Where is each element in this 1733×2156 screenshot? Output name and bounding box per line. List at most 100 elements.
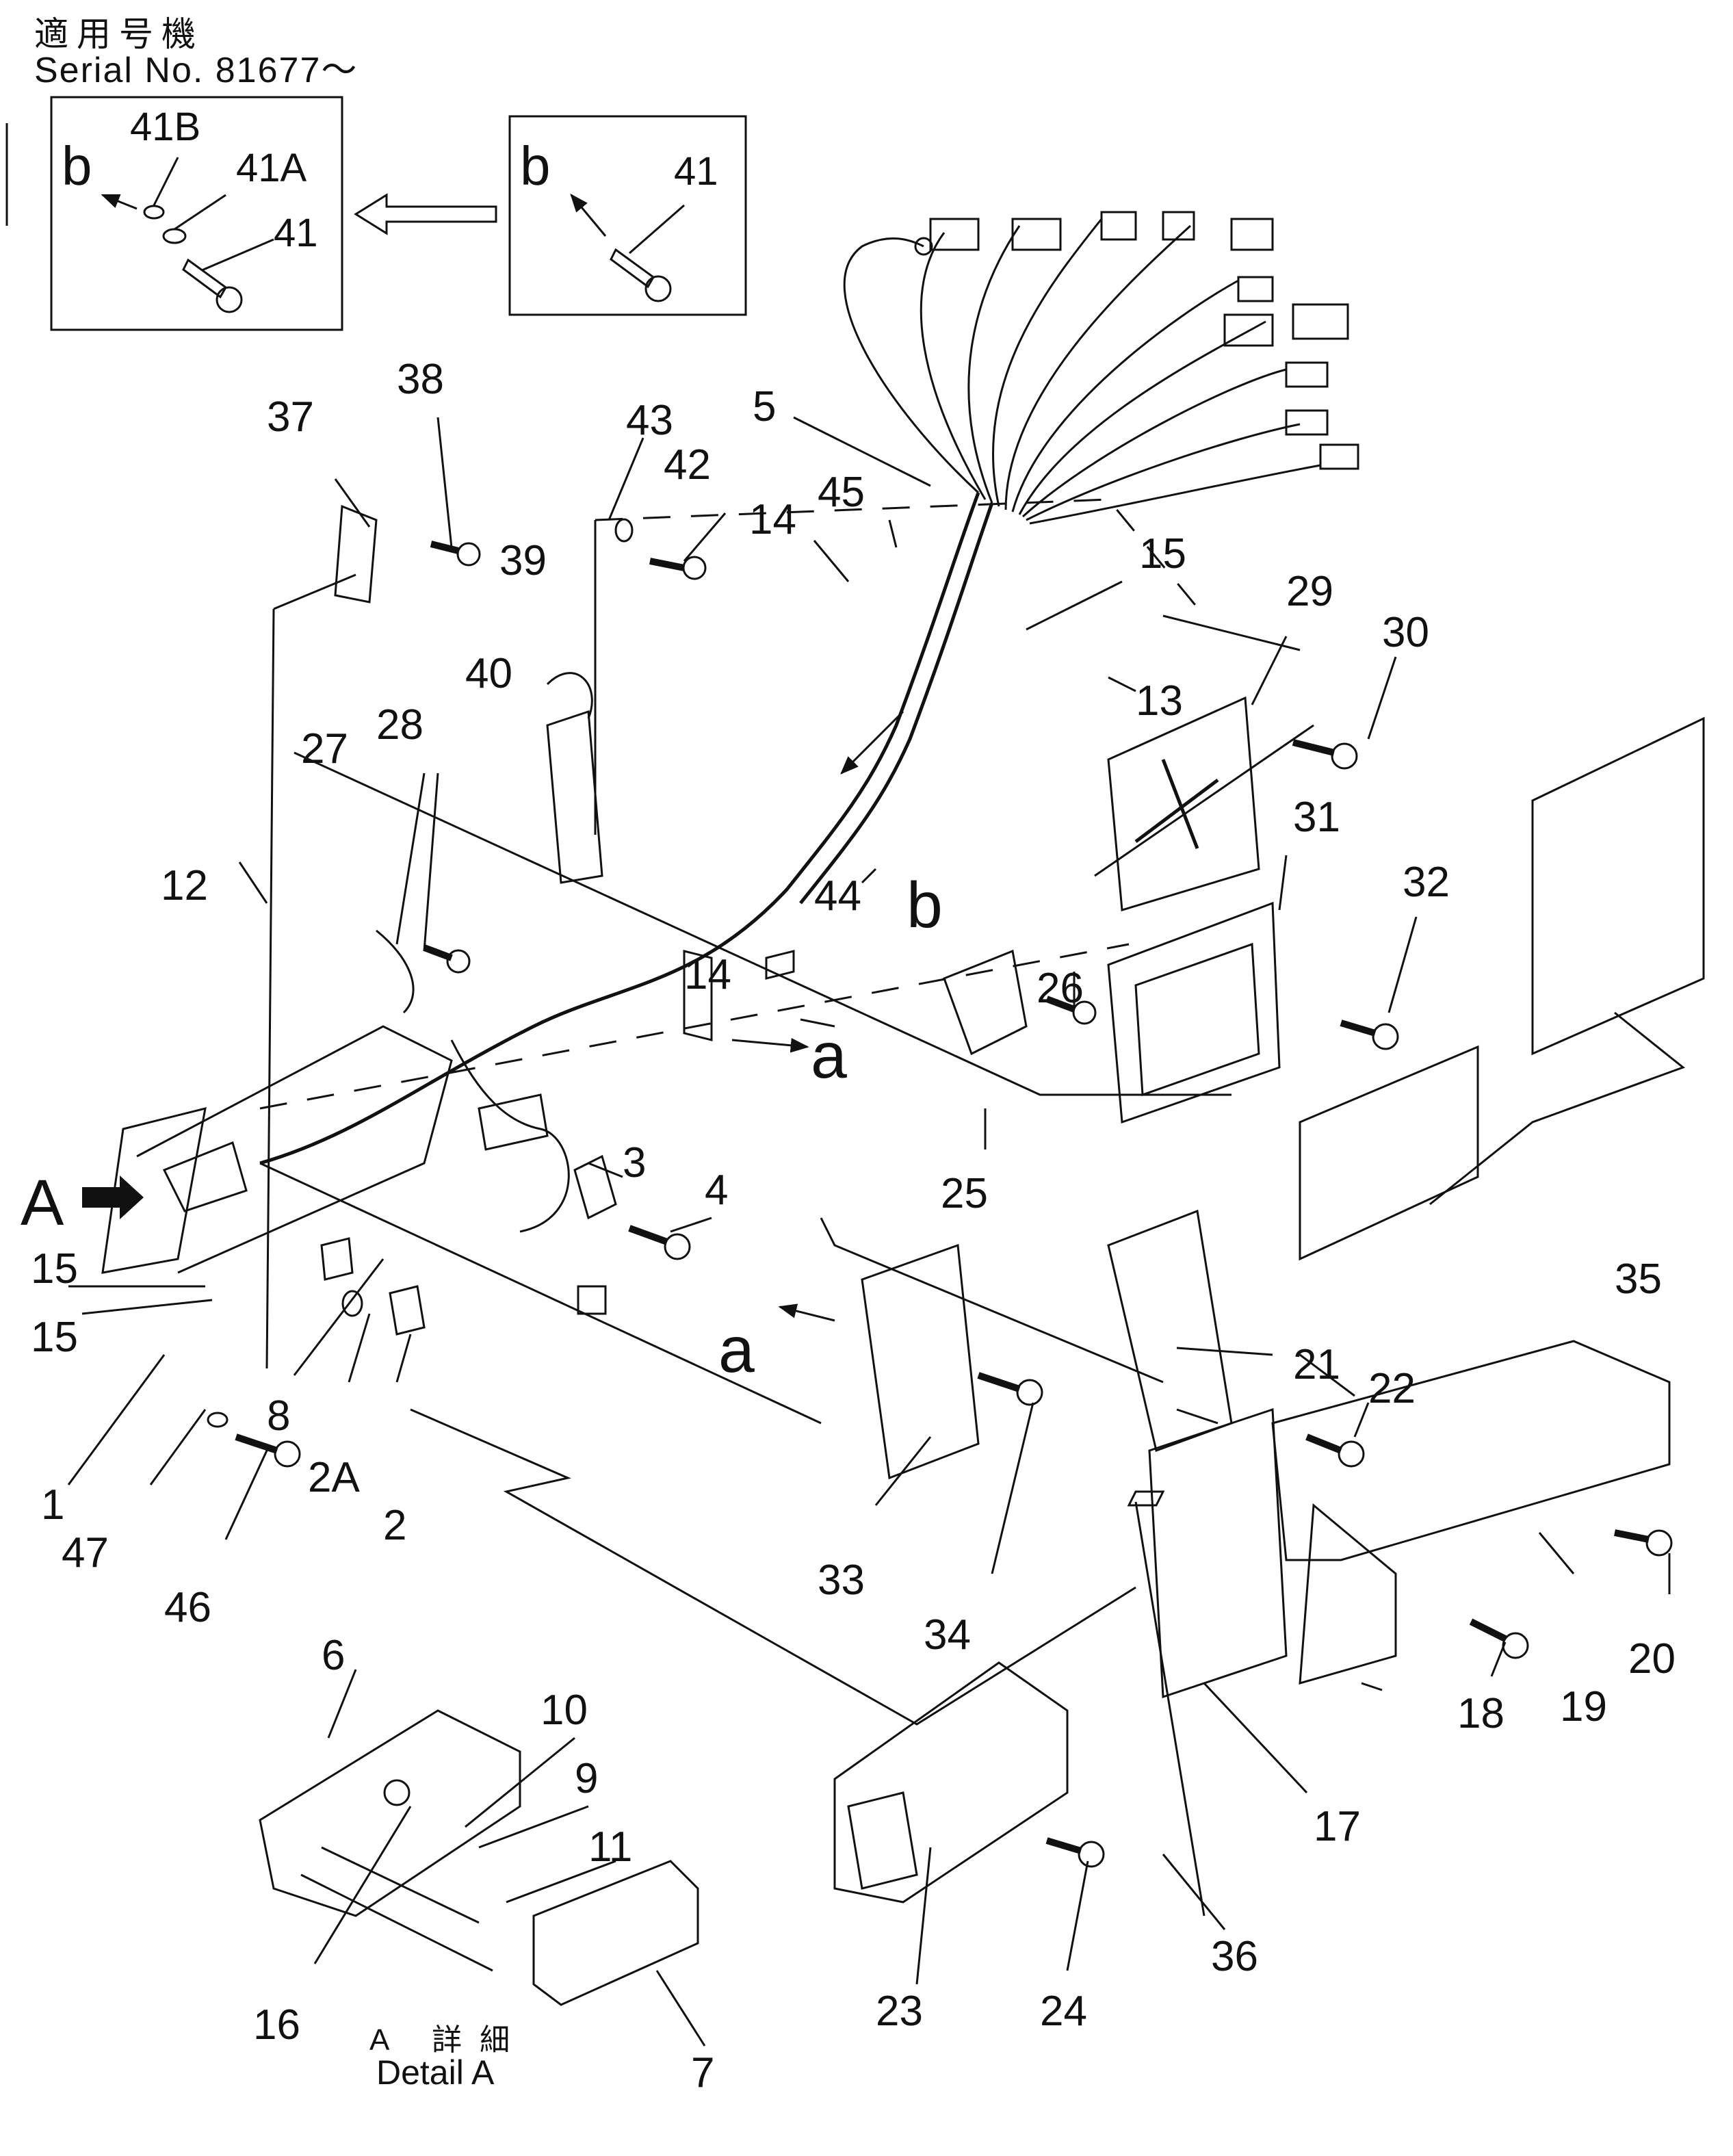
connector: [1285, 409, 1329, 436]
bolt-head-32: [1372, 1023, 1399, 1050]
connector: [1223, 313, 1274, 347]
bolt-18: [1469, 1618, 1507, 1642]
callout-39: 39: [499, 537, 547, 584]
inset-right-label-41: 41: [674, 149, 718, 194]
bolt-head-38: [456, 542, 481, 567]
callout-15c: 15: [31, 1314, 78, 1361]
harness-wire: [843, 237, 980, 494]
inset-detail-right: [508, 115, 747, 316]
controller-31: [1107, 901, 1281, 1124]
bolt-4: [628, 1225, 668, 1245]
inset-left-letter: b: [62, 135, 92, 196]
callout-42: 42: [664, 441, 711, 489]
bolt-head-16: [383, 1779, 411, 1806]
callout-22: 22: [1368, 1365, 1416, 1412]
bolt-46: [235, 1433, 278, 1454]
leader-a2: [778, 1303, 835, 1322]
connector: [1011, 218, 1062, 251]
bolt-26: [1045, 996, 1076, 1013]
washer-41a: [162, 228, 187, 244]
connector: [1285, 361, 1329, 388]
bolt-head-30: [1331, 742, 1358, 770]
bolt-head-22: [1338, 1440, 1365, 1468]
bracket-outline: [259, 943, 1130, 1110]
bolt-24: [1045, 1837, 1082, 1854]
relay-group: [478, 1093, 549, 1151]
callout-25: 25: [941, 1170, 988, 1217]
fuse-box-cover-7: [532, 1860, 699, 2006]
bolt-head-34: [1016, 1379, 1043, 1406]
detail-a-marker: A: [21, 1167, 64, 1239]
bracket-40: [546, 710, 603, 884]
callout-8: 8: [267, 1392, 290, 1440]
callout-10: 10: [540, 1687, 588, 1734]
detail-caption-en: Detail A: [376, 2053, 495, 2092]
connector: [1230, 218, 1274, 251]
module-33: [861, 1243, 980, 1480]
bolt-head-46: [274, 1440, 301, 1468]
detail-caption-jp: A 詳細: [369, 2023, 528, 2057]
bolt-head-42: [682, 556, 707, 580]
wiring-cluster: [136, 1025, 453, 1274]
callout-5: 5: [753, 383, 776, 430]
inset-left-label-41b: 41B: [130, 105, 200, 149]
callout-15a: 15: [1139, 530, 1186, 577]
callout-14b: 14: [684, 951, 731, 998]
fuse-box-6: [259, 1709, 521, 1917]
main-harness: [259, 492, 980, 1165]
switch-8: [320, 1237, 354, 1281]
detail-a-pointer: [82, 1176, 144, 1219]
callout-37: 37: [267, 393, 314, 441]
callout-32: 32: [1403, 859, 1450, 906]
bolt-32: [1340, 1019, 1377, 1037]
hose: [450, 1039, 570, 1233]
callout-36: 36: [1211, 1933, 1258, 1980]
bolt-41-right: [610, 248, 655, 289]
connector-marker-a2: a: [718, 1314, 755, 1386]
leader-line: [265, 608, 275, 1369]
connector: [1100, 211, 1137, 241]
leader-b: [840, 710, 904, 775]
clamp: [376, 929, 415, 1014]
callout-44: 44: [814, 872, 861, 920]
pipe-clamp: [683, 950, 713, 1041]
duct-17: [1148, 1407, 1288, 1699]
callout-33: 33: [818, 1557, 865, 1604]
bolt-head-18: [1502, 1632, 1529, 1659]
callout-11: 11: [588, 1823, 632, 1871]
callout-46: 46: [164, 1584, 211, 1631]
duct-21: [1107, 1209, 1233, 1452]
callout-24: 24: [1040, 1988, 1087, 2035]
sensor-37: [334, 504, 378, 603]
callout-29: 29: [1286, 568, 1333, 615]
relay-3: [573, 1154, 617, 1220]
bolt-head-24: [1078, 1841, 1105, 1868]
bolt-head-28: [446, 949, 471, 974]
washer-2a: [341, 1290, 363, 1317]
connector-marker-b: b: [907, 869, 943, 941]
clip-36: [1127, 1490, 1165, 1507]
bolt-head-4: [664, 1233, 691, 1260]
callout-2a: 2A: [308, 1454, 360, 1501]
connector: [1162, 211, 1195, 241]
duct-19: [1271, 1340, 1671, 1561]
callout-3: 3: [623, 1139, 646, 1186]
callout-34: 34: [924, 1611, 971, 1659]
callout-15b: 15: [31, 1245, 78, 1293]
callout-7: 7: [691, 2049, 714, 2096]
ring-terminal: [914, 237, 933, 256]
bolt-head-20: [1645, 1529, 1673, 1557]
callout-20: 20: [1628, 1635, 1676, 1683]
callout-23: 23: [876, 1988, 923, 2035]
callout-31: 31: [1293, 794, 1340, 841]
callout-17: 17: [1314, 1803, 1361, 1850]
connector-marker-a1: a: [811, 1019, 847, 1092]
connector: [1319, 443, 1359, 470]
washer-47: [207, 1412, 229, 1428]
callout-47: 47: [62, 1529, 109, 1576]
switch-2: [389, 1285, 426, 1336]
inset-right-letter: b: [520, 135, 551, 196]
callout-30: 30: [1382, 609, 1429, 656]
bolt-41-left: [182, 258, 227, 299]
